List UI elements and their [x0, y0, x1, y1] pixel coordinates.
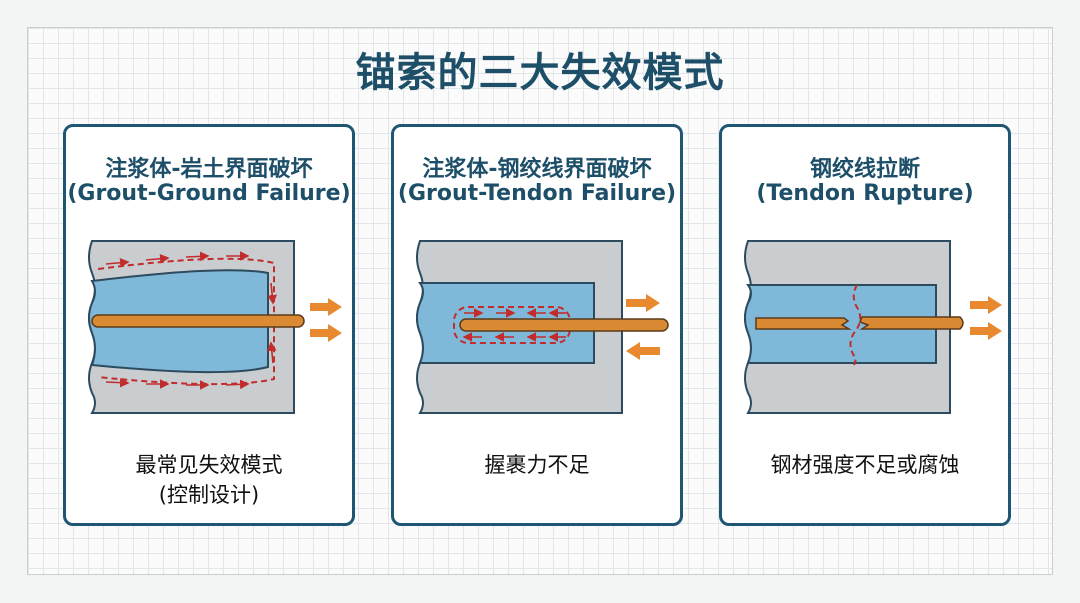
card-title-en: (Tendon Rupture) — [756, 181, 974, 206]
pull-arrow — [310, 298, 342, 316]
pull-arrow — [626, 342, 660, 360]
grout-ground-failure-diagram — [88, 240, 342, 414]
slip-arrow — [145, 253, 170, 264]
slip-arrow — [225, 379, 250, 390]
card-title-cn: 注浆体-岩土界面破坏 — [105, 157, 313, 182]
caption-line-1: 握裹力不足 — [484, 453, 590, 477]
card-grout-tendon-failure: 注浆体-钢绞线界面破坏 (Grout-Tendon Failure) 握裹力不足 — [391, 124, 683, 526]
caption-line-1: 最常见失效模式 — [135, 453, 283, 477]
card-title-cn: 钢绞线拉断 — [809, 157, 920, 182]
slip-arrow — [185, 251, 210, 262]
pull-arrow — [970, 322, 1002, 340]
card-title-en: (Grout-Tendon Failure) — [397, 181, 677, 206]
slip-arrow — [267, 282, 277, 305]
tendon — [459, 318, 669, 332]
slip-arrow — [105, 377, 130, 388]
caption-line-2: (控制设计) — [158, 483, 260, 507]
failure-surface — [849, 284, 862, 366]
tendon-broken-left — [755, 317, 852, 330]
page-title: 锚索的三大失效模式 — [355, 50, 725, 96]
tendon — [91, 314, 305, 328]
pull-arrow — [970, 296, 1002, 314]
tendon-rupture-diagram — [744, 240, 1002, 414]
slip-arrow — [105, 257, 130, 268]
card-title-cn: 注浆体-钢绞线界面破坏 — [422, 157, 652, 182]
card-grout-ground-failure: 注浆体-岩土界面破坏 (Grout-Ground Failure) 最常见失效模… — [63, 124, 355, 526]
tendon-broken-right — [859, 316, 964, 330]
card-tendon-rupture: 钢绞线拉断 (Tendon Rupture) 钢材强度不足或腐蚀 — [719, 124, 1011, 526]
card-title-en: (Grout-Ground Failure) — [67, 181, 351, 206]
caption-line-1: 钢材强度不足或腐蚀 — [770, 453, 960, 477]
slip-arrow — [267, 341, 277, 364]
grout-tendon-failure-diagram — [416, 240, 669, 414]
pull-arrow — [310, 324, 342, 342]
pull-arrow — [626, 294, 660, 312]
